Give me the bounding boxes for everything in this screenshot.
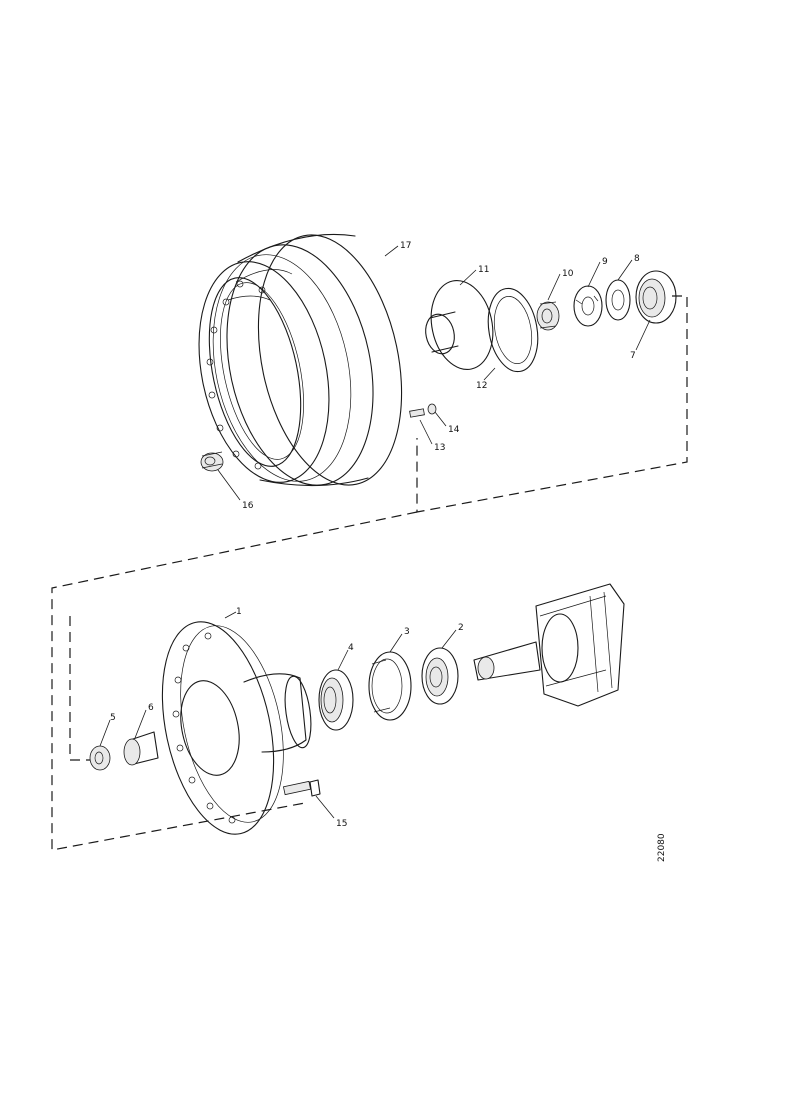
part-17-brake-drum	[198, 233, 403, 487]
callout-4: 4	[348, 643, 354, 653]
part-12-gasket	[487, 287, 539, 373]
callout-10: 10	[562, 269, 574, 279]
part-16-wheel-nut	[200, 451, 224, 472]
assembly-connector-lines	[51, 295, 688, 851]
steering-knuckle-spindle	[473, 583, 625, 707]
callout-7: 7	[630, 351, 636, 361]
part-7-outer-bearing	[635, 270, 677, 324]
part-8-thrust-washer	[605, 279, 631, 321]
part-2-seal	[421, 647, 459, 705]
part-6-spacer	[123, 731, 159, 766]
part-9-lock-washer	[573, 285, 603, 327]
callout-11: 11	[478, 265, 489, 275]
callout-17: 17	[400, 241, 411, 251]
callout-15: 15	[336, 819, 347, 829]
drum-bolt-holes	[206, 280, 266, 470]
drawing-reference-code: 22080	[657, 833, 667, 862]
callout-13: 13	[434, 443, 445, 453]
callout-3: 3	[404, 627, 410, 637]
callout-labels: 17 11 12 14 13 10 9 8 7 16 1 2 3 4 5 6 1…	[110, 241, 640, 829]
part-3-bearing-cup	[368, 651, 412, 721]
hub-stud-holes	[172, 632, 236, 824]
part-13-14-screw-and-washer	[409, 403, 437, 418]
part-10-hub-nut	[536, 301, 560, 331]
part-11-hub-cap	[425, 279, 494, 371]
callout-16: 16	[242, 501, 254, 511]
callout-5: 5	[110, 713, 116, 723]
callout-leader-lines	[99, 245, 651, 819]
part-15-wheel-bolt	[282, 779, 321, 797]
callout-9: 9	[602, 257, 608, 267]
callout-6: 6	[148, 703, 154, 713]
callout-8: 8	[634, 254, 640, 264]
callout-2: 2	[458, 623, 464, 633]
callout-1: 1	[236, 607, 242, 617]
callout-14: 14	[448, 425, 460, 435]
part-4-inner-bearing	[318, 669, 354, 731]
callout-12: 12	[476, 381, 487, 391]
part-1-wheel-hub	[161, 621, 312, 835]
part-5-nut	[89, 745, 111, 771]
